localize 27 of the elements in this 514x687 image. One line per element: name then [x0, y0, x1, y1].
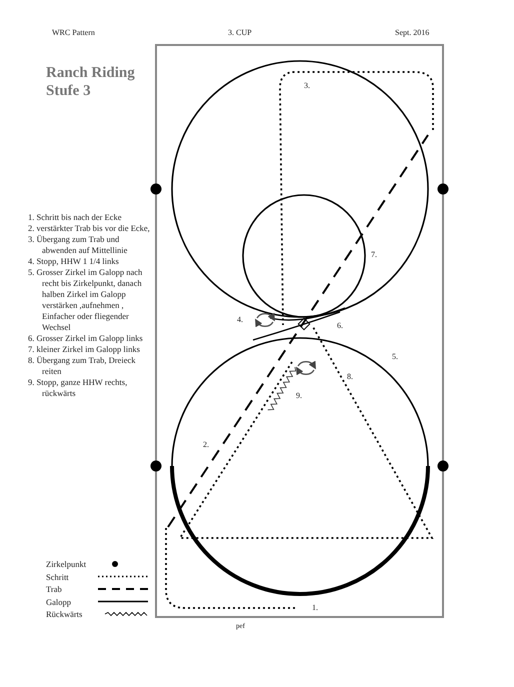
step-number: 8. — [347, 372, 353, 382]
title: Ranch Riding Stufe 3 — [46, 64, 136, 100]
step-number: 5. — [392, 352, 398, 362]
header-text: WRC Pattern — [52, 28, 95, 38]
legend-label: Zirkelpunkt — [46, 559, 86, 569]
step-number: 7. — [371, 250, 377, 260]
legend-label: Schritt — [46, 572, 69, 582]
instruction-item: 1. Schritt bis nach der Ecke — [28, 212, 122, 223]
step-number: 6. — [337, 321, 343, 331]
step-number: 4. — [237, 315, 243, 325]
instruction-item: 8. Übergang zum Trab, Dreieck reiten — [28, 355, 136, 377]
step-number: 9. — [296, 391, 302, 401]
instruction-item: 4. Stopp, HHW 1 1/4 links — [28, 256, 120, 267]
instruction-item: 6. Grosser Zirkel im Galopp links — [28, 333, 144, 344]
step-number: 2. — [203, 440, 209, 450]
step-number: 1. — [312, 603, 318, 613]
legend-label: Rückwärts — [46, 609, 82, 619]
step-number: 3. — [304, 81, 310, 91]
instruction-item: 3. Übergang zum Trab und abwenden auf Mittellinie — [28, 234, 128, 256]
legend-label: Galopp — [46, 596, 72, 606]
instruction-item: 2. verstärkter Trab bis vor die Ecke, — [28, 223, 151, 234]
instruction-item: 9. Stopp, ganze HHW rechts, rückwärts — [28, 377, 128, 399]
header-text: Sept. 2016 — [395, 28, 430, 38]
legend-label: Trab — [46, 584, 62, 594]
header-text: 3. CUP — [228, 28, 252, 38]
instruction-item: 5. Grosser Zirkel im Galopp nach recht bis Zirkelpunkt, danach halben Zirkel im Galopp verstärken ,aufnehmen , Einfacher oder fliegender Wechsel — [28, 267, 144, 333]
instruction-item: 7. kleiner Zirkel im Galopp links — [28, 344, 141, 355]
